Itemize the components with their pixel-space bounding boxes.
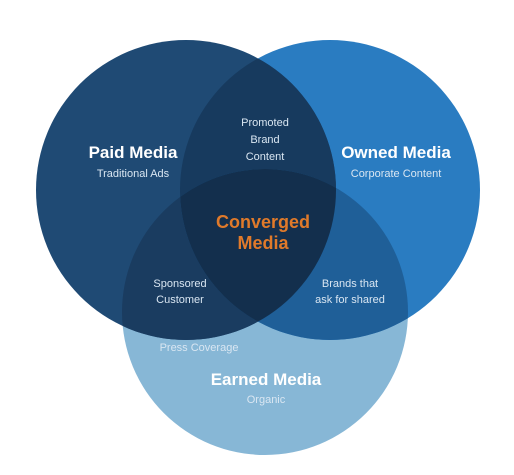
owned-earned-overlap-label-1: Brands that bbox=[322, 278, 378, 290]
owned-media-subtitle: Corporate Content bbox=[351, 168, 442, 180]
converged-media-label-1: Converged bbox=[216, 212, 310, 232]
converged-media-label-2: Media bbox=[237, 233, 289, 253]
paid-media-title: Paid Media bbox=[89, 143, 178, 162]
converged-media-region bbox=[180, 169, 336, 340]
paid-media-subtitle: Traditional Ads bbox=[97, 168, 170, 180]
paid-owned-overlap-label-3: Content bbox=[246, 151, 285, 163]
earned-media-title: Earned Media bbox=[211, 370, 322, 389]
owned-media-title: Owned Media bbox=[341, 143, 451, 162]
earned-media-extra-label: Press Coverage bbox=[160, 342, 239, 354]
paid-earned-overlap-label-1: Sponsored bbox=[153, 278, 206, 290]
earned-media-subtitle: Organic bbox=[247, 394, 286, 406]
paid-owned-overlap-label-2: Brand bbox=[250, 134, 279, 146]
paid-owned-overlap-label-1: Promoted bbox=[241, 117, 289, 129]
paid-earned-overlap-label-2: Customer bbox=[156, 294, 204, 306]
owned-earned-overlap-label-2: ask for shared bbox=[315, 294, 385, 306]
